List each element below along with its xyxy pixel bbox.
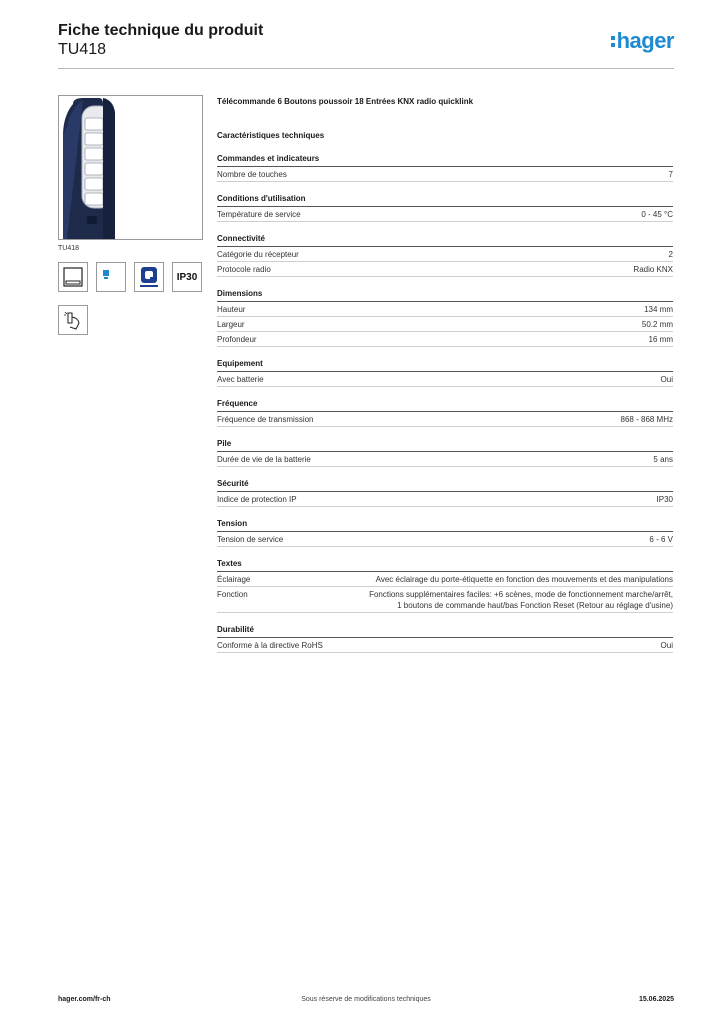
spec-group: Pile Durée de vie de la batterie 5 ans <box>217 438 673 467</box>
wall-mount-icon <box>58 262 88 292</box>
spec-row: Fonction Fonctions supplémentaires facile… <box>217 587 673 613</box>
spec-row: Durée de vie de la batterie 5 ans <box>217 452 673 467</box>
spec-group-title: Fréquence <box>217 398 673 412</box>
spec-row: Catégorie du récepteur 2 <box>217 247 673 262</box>
image-caption: TU418 <box>58 245 80 252</box>
spec-row: Largeur 50.2 mm <box>217 317 673 332</box>
spec-group-title: Connectivité <box>217 233 673 247</box>
spec-group: Conditions d'utilisation Température de … <box>217 193 673 222</box>
spec-row: Protocole radio Radio KNX <box>217 262 673 277</box>
spec-group-title: Equipement <box>217 358 673 372</box>
spec-row: Indice de protection IP IP30 <box>217 492 673 507</box>
spec-label: Fonction <box>217 590 248 599</box>
spec-row: Avec batterie Oui <box>217 372 673 387</box>
spec-label: Fréquence de transmission <box>217 415 314 424</box>
spec-row: Conforme à la directive RoHS Oui <box>217 638 673 653</box>
ip-rating-icon: IP30 <box>172 262 202 292</box>
footer-notice: Sous réserve de modifications techniques <box>301 996 431 1003</box>
spec-group-title: Conditions d'utilisation <box>217 193 673 207</box>
spec-value: 16 mm <box>648 335 673 344</box>
remote-hand-icon <box>58 305 88 335</box>
brand-name: hager <box>616 28 675 53</box>
spec-group-title: Tension <box>217 518 673 532</box>
spec-group: Fréquence Fréquence de transmission 868 -… <box>217 398 673 427</box>
page-footer: hager.com/fr-ch Sous réserve de modifica… <box>58 996 674 1008</box>
spec-row: Température de service 0 - 45 °C <box>217 207 673 222</box>
spec-row: Tension de service 6 - 6 V <box>217 532 673 547</box>
spec-value: 134 mm <box>644 305 673 314</box>
spec-group: Tension Tension de service 6 - 6 V <box>217 518 673 547</box>
footer-website-link[interactable]: hager.com/fr-ch <box>58 996 111 1003</box>
hager-logo: hager <box>610 28 675 54</box>
spec-group-title: Dimensions <box>217 288 673 302</box>
spec-label: Nombre de touches <box>217 170 287 179</box>
spec-label: Largeur <box>217 320 245 329</box>
spec-label: Durée de vie de la batterie <box>217 455 311 464</box>
spec-row: Fréquence de transmission 868 - 868 MHz <box>217 412 673 427</box>
spec-group-title: Textes <box>217 558 673 572</box>
logo-dots-icon <box>610 33 615 50</box>
spec-value: 2 <box>668 250 673 259</box>
spec-value: 6 - 6 V <box>649 535 673 544</box>
spec-label: Température de service <box>217 210 301 219</box>
spec-content: Télécommande 6 Boutons poussoir 18 Entré… <box>217 96 673 664</box>
footer-date: 15.06.2025 <box>638 996 674 1003</box>
spec-group: Commandes et indicateurs Nombre de touch… <box>217 153 673 182</box>
spec-value: IP30 <box>656 495 673 504</box>
spec-label: Conforme à la directive RoHS <box>217 641 323 650</box>
spec-group: Connectivité Catégorie du récepteur 2 Pro… <box>217 233 673 277</box>
spec-value: Oui <box>660 375 673 384</box>
spec-value: Fonctions supplémentaires faciles: +6 sc… <box>369 590 673 610</box>
spec-group-title: Pile <box>217 438 673 452</box>
product-reference: TU418 <box>58 41 107 58</box>
product-description: Télécommande 6 Boutons poussoir 18 Entré… <box>217 97 474 106</box>
spec-label: Tension de service <box>217 535 284 544</box>
spec-group: Equipement Avec batterie Oui <box>217 358 673 387</box>
spec-value: Avec éclairage du porte-étiquette en fon… <box>375 575 673 584</box>
spec-label: Profondeur <box>217 335 257 344</box>
spec-label: Éclairage <box>217 575 251 584</box>
spec-row: Hauteur 134 mm <box>217 302 673 317</box>
page-header: Fiche technique du produit TU418 hager <box>58 22 675 70</box>
spec-group: Sécurité Indice de protection IP IP30 <box>217 478 673 507</box>
spec-group-title: Sécurité <box>217 478 673 492</box>
spec-group-title: Commandes et indicateurs <box>217 153 673 167</box>
spec-group-title: Durabilité <box>217 624 673 638</box>
spec-label: Protocole radio <box>217 265 271 274</box>
section-title: Caractéristiques techniques <box>217 131 325 140</box>
spec-group: Durabilité Conforme à la directive RoHS O… <box>217 624 673 653</box>
page-title: Fiche technique du produit <box>58 22 264 39</box>
spec-value: 0 - 45 °C <box>641 210 673 219</box>
remote-control-illustration <box>63 98 115 239</box>
product-image <box>58 95 203 240</box>
spec-row: Profondeur 16 mm <box>217 332 673 347</box>
spec-value: 868 - 868 MHz <box>620 415 673 424</box>
spec-label: Hauteur <box>217 305 246 314</box>
spec-label: Catégorie du récepteur <box>217 250 299 259</box>
ip-rating-label: IP30 <box>176 271 198 283</box>
spec-row: Éclairage Avec éclairage du porte-étiquet… <box>217 572 673 587</box>
spec-value: Radio KNX <box>633 265 673 274</box>
spec-value: 50.2 mm <box>641 320 673 329</box>
spec-label: Indice de protection IP <box>217 495 297 504</box>
quicklink-small-icon <box>96 262 126 292</box>
spec-value: 5 ans <box>653 455 673 464</box>
spec-group: Textes Éclairage Avec éclairage du porte-… <box>217 558 673 613</box>
quicklink-logo-icon <box>134 262 164 292</box>
spec-label: Avec batterie <box>217 375 264 384</box>
header-divider <box>58 68 674 69</box>
spec-value: Oui <box>660 641 673 650</box>
spec-row: Nombre de touches 7 <box>217 167 673 182</box>
spec-value: 7 <box>668 170 673 179</box>
